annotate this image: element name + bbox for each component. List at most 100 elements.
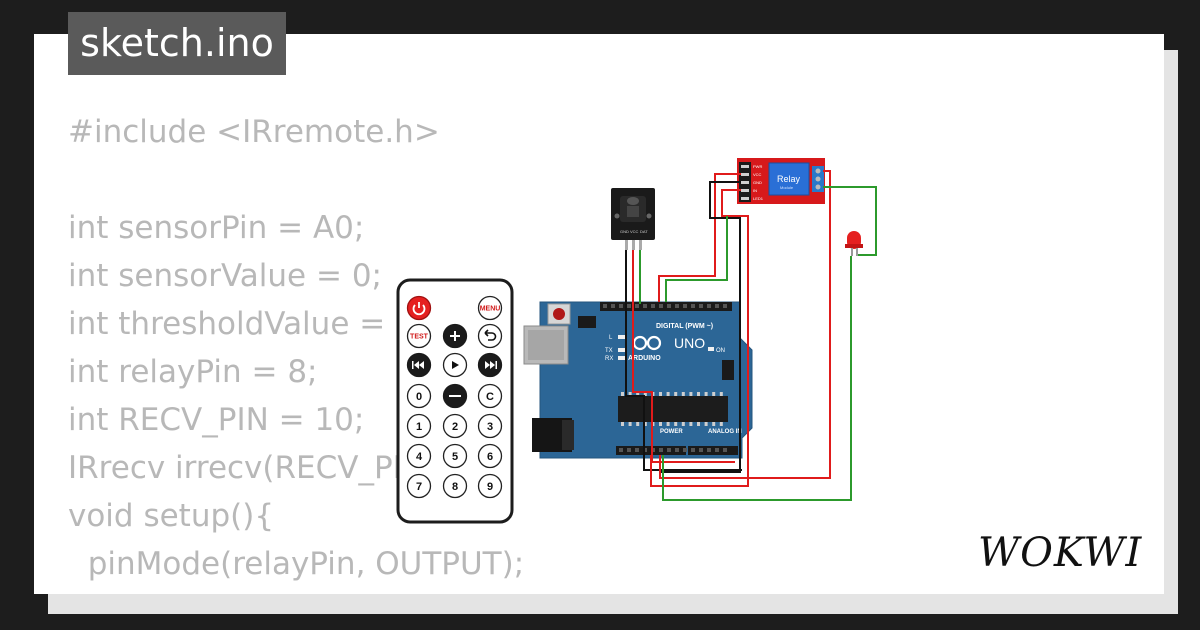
file-name-tab: sketch.ino	[68, 12, 286, 75]
header-pin	[627, 448, 631, 452]
chip-pin	[697, 392, 700, 396]
plus-icon	[450, 331, 460, 341]
red-led[interactable]	[845, 231, 863, 256]
fast-forward-icon	[485, 361, 497, 369]
header-pin	[627, 304, 631, 308]
chip-pin	[643, 392, 647, 396]
remote-button-1[interactable]: 1	[406, 413, 432, 439]
remote-button-plus[interactable]	[442, 323, 468, 349]
relay-module[interactable]: PWR VCC GND IN LED1 Relay Module	[737, 158, 825, 204]
chip-pin	[636, 422, 640, 426]
remote-button-label: 4	[416, 451, 423, 463]
chip-pin	[704, 422, 708, 426]
chip-pin	[621, 392, 624, 396]
wokwi-logo: WOKWI	[978, 530, 1142, 576]
chip-pin	[621, 422, 624, 426]
led-label-l: L	[609, 335, 613, 341]
wokwi-logo-text: WOKWI	[978, 530, 1142, 576]
led-label-rx: RX	[605, 356, 613, 362]
code-preview: #include <IRremote.h> int sensorPin = A0;…	[68, 108, 524, 594]
header-pin	[635, 448, 639, 452]
code-line: int sensorValue = 0;	[68, 258, 382, 294]
wire-relay-in	[650, 189, 749, 487]
ir-pin-label-gnd: GND	[620, 229, 629, 234]
remote-button-4[interactable]: 4	[406, 443, 432, 469]
relay-pin-led1: LED1	[753, 196, 764, 201]
remote-button-minus[interactable]	[442, 383, 468, 409]
header-pin	[643, 304, 647, 308]
remote-button-5[interactable]: 5	[442, 443, 468, 469]
code-line: int RECV_PIN = 10;	[68, 402, 365, 438]
chip-pin	[712, 422, 716, 426]
header-pin	[667, 304, 671, 308]
code-line: void setup(){	[68, 498, 275, 534]
chip-pin	[666, 422, 670, 426]
remote-button-back[interactable]	[477, 323, 503, 349]
chip-pin	[628, 422, 632, 426]
wire-led-gnd	[662, 256, 852, 501]
code-line: #include <IRremote.h>	[68, 114, 440, 150]
remote-button-label: TEST	[410, 334, 429, 341]
code-line: pinMode(relayPin, OUTPUT);	[68, 546, 525, 582]
ir-receiver[interactable]: GND VCC DAT	[611, 188, 655, 250]
chip-pin	[643, 422, 647, 426]
remote-button-6[interactable]: 6	[477, 443, 503, 469]
remote-button-label: 2	[452, 421, 458, 433]
remote-button-label: 6	[487, 451, 493, 463]
header-pin	[659, 304, 663, 308]
power-label: POWER	[660, 429, 683, 435]
relay-subtitle: Module	[780, 185, 794, 190]
remote-button-label: 3	[487, 421, 493, 433]
relay-pin-pwr: PWR	[753, 164, 762, 169]
relay-pin-vcc: VCC	[753, 172, 762, 177]
arduino-uno-board[interactable]: DIGITAL (PWM ~) UNO ARDUINO ON L TX RX P…	[523, 301, 753, 459]
relay-body	[768, 162, 810, 196]
wire-relay-pin8	[666, 232, 707, 302]
code-line: int thresholdValue = 7	[68, 306, 415, 342]
remote-button-3[interactable]: 3	[477, 413, 503, 439]
header-pin	[619, 304, 623, 308]
remote-button-menu[interactable]: MENU	[477, 295, 503, 321]
power-icon	[412, 302, 426, 316]
header-pin	[603, 304, 607, 308]
remote-button-label: 9	[487, 481, 493, 493]
relay-pin-in: IN	[753, 188, 757, 193]
chip-pin	[636, 392, 640, 396]
relay-title: Relay	[777, 174, 801, 184]
header-pin	[699, 448, 703, 452]
remote-button-9[interactable]: 9	[477, 473, 503, 499]
chip-pin	[681, 422, 685, 426]
header-pin	[651, 304, 655, 308]
remote-button-label: 8	[452, 481, 458, 493]
uno-label: UNO	[674, 335, 705, 351]
chip-pin	[689, 392, 693, 396]
remote-button-fast-forward[interactable]	[477, 352, 503, 378]
code-line: int sensorPin = A0;	[68, 210, 365, 246]
header-pin	[723, 448, 727, 452]
ir-pin-label-dat: DAT	[640, 229, 648, 234]
chip-pin	[719, 422, 723, 426]
arduino-brand-label: ARDUINO	[628, 355, 661, 362]
remote-button-0[interactable]: 0	[406, 383, 432, 409]
remote-button-7[interactable]: 7	[406, 473, 432, 499]
remote-button-test[interactable]: TEST	[406, 323, 432, 349]
wire-ir-vcc	[632, 250, 735, 463]
chip-pin	[719, 392, 723, 396]
remote-button-play[interactable]	[442, 352, 468, 378]
chip-pin	[659, 392, 662, 396]
remote-button-2[interactable]: 2	[442, 413, 468, 439]
ir-remote[interactable]: MENU TEST 0 C 1 2 3 4 5 6 7 8 9	[396, 278, 514, 524]
remote-button-c[interactable]: C	[477, 383, 503, 409]
remote-button-rewind[interactable]	[406, 352, 432, 378]
header-pin	[683, 448, 687, 452]
wire-relay-led	[659, 170, 831, 479]
header-pin	[715, 304, 719, 308]
header-pin	[675, 304, 679, 308]
digital-header	[600, 302, 732, 311]
remote-button-power[interactable]	[406, 295, 432, 321]
header-pin	[723, 304, 727, 308]
header-pin	[683, 304, 687, 308]
chip-pin	[628, 392, 632, 396]
remote-button-label: 0	[416, 391, 422, 403]
remote-button-8[interactable]: 8	[442, 473, 468, 499]
